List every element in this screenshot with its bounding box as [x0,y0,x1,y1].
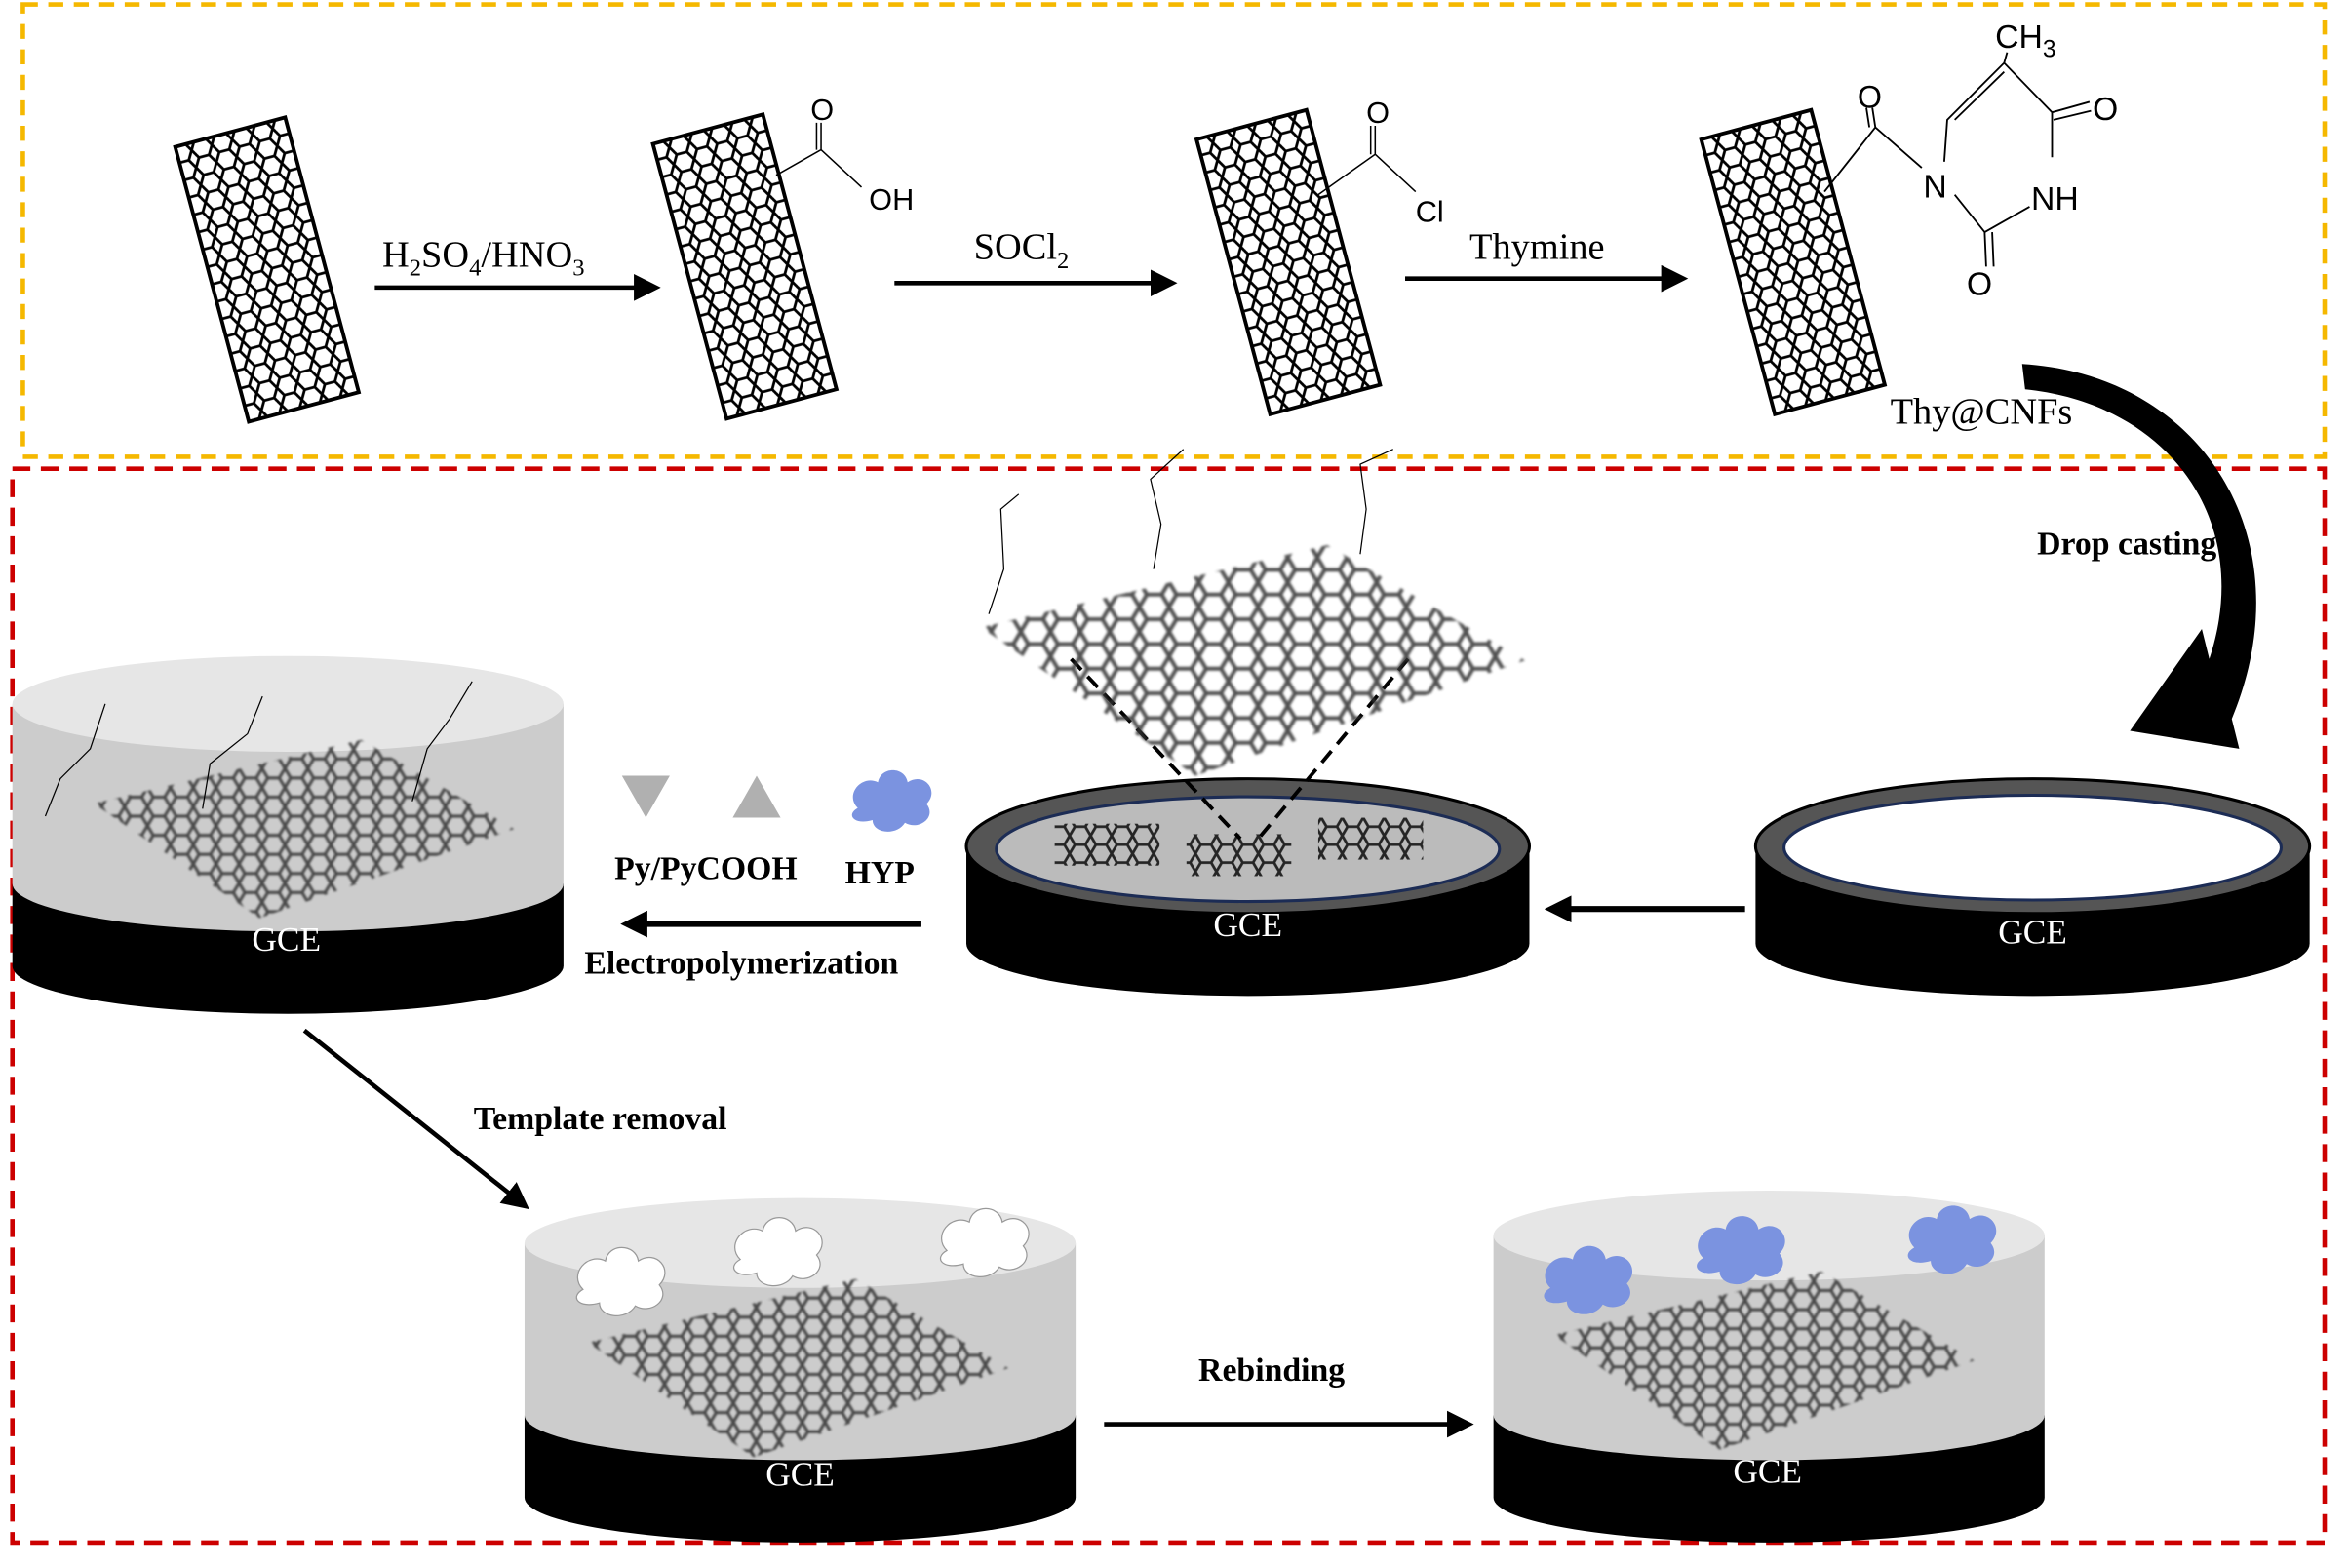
hyp-cloud-icon [851,769,932,832]
thymine-o3: O [1967,266,1992,303]
pycooh-triangle-up-icon [732,775,781,818]
py-triangle-down-icon [621,775,670,818]
electrode-imprinted [12,655,564,1014]
bottom-frame [10,466,2328,1546]
rebinding-label: Rebinding [1198,1352,1345,1389]
electrode-label-rebound: GCE [1733,1452,1802,1490]
acyl-chloride-group [1317,126,1417,196]
electrode-label-bare: GCE [1998,914,2067,952]
cnt-thymine [1699,107,1887,416]
acyl-o: O [1366,96,1390,130]
template-removal-label: Template removal [474,1101,727,1137]
cnt-pristine [173,115,361,424]
cnt-acyl-chloride [1194,107,1383,416]
drop-casting-arrow [2021,364,2256,749]
reagent-thymine: Thymine [1469,227,1605,268]
reagent-socl2: SOCl2 [974,227,1070,274]
carboxyl-oh: OH [869,182,914,216]
cnt-carboxylated [650,112,839,421]
electrode-label-modified: GCE [1213,906,1282,944]
template-removal-arrow [302,1028,529,1210]
thymine-n: N [1923,169,1946,206]
electrode-cnf-modified [964,777,1532,997]
acyl-cl: Cl [1416,194,1444,228]
carboxyl-group [775,122,863,188]
template-label: HYP [845,855,915,891]
drop-casting-label: Drop casting [2037,526,2216,562]
carboxyl-o: O [810,93,834,127]
electrode-rebound [1493,1190,2045,1543]
electrode-label-imprinted: GCE [252,921,321,959]
thymine-small [988,449,1393,614]
thymine-o1: O [1858,80,1882,115]
thymine-ch3: CH3 [1995,19,2055,62]
electrode-template-removed [524,1197,1077,1543]
monomer-label: Py/PyCOOH [614,851,798,887]
zoom-lines [1070,657,1410,841]
thymine-o2: O [2093,91,2118,128]
electrode-label-removed: GCE [765,1456,835,1494]
top-frame [20,2,2328,459]
electropolymerization-label: Electropolymerization [584,945,898,981]
graphene-sheet-zoom [981,545,1525,776]
electrode-bare [1753,777,2312,997]
reagent-acid: H2SO4/HNO3 [382,234,584,281]
thymine-structure [1823,52,2092,267]
product-label: Thy@CNFs [1891,392,2073,433]
thymine-nh: NH [2031,180,2079,217]
